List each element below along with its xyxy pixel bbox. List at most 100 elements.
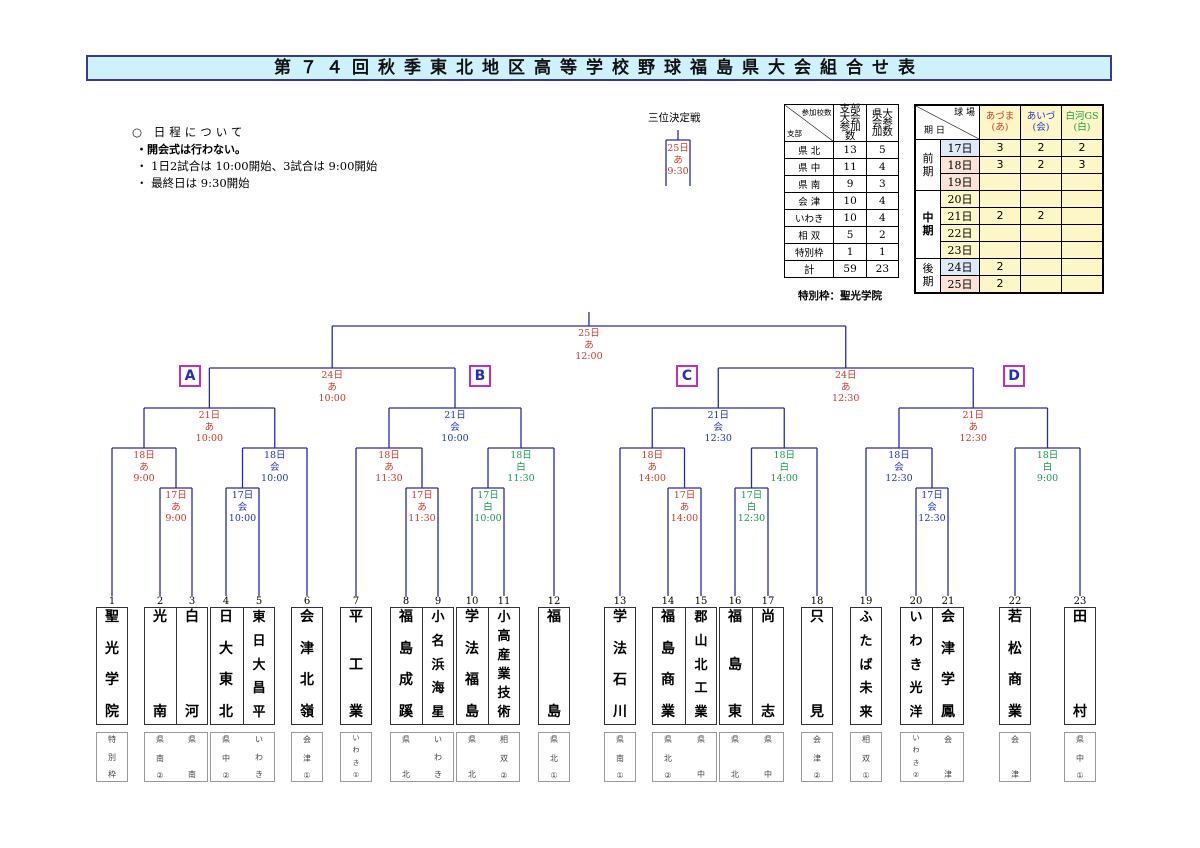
region-box bbox=[96, 732, 128, 782]
venue-day: 25日 bbox=[940, 274, 980, 293]
team-number: 18 bbox=[810, 596, 824, 607]
third-place-time: 9:30 bbox=[667, 166, 689, 177]
venue-count bbox=[1061, 257, 1104, 276]
team-number: 12 bbox=[547, 596, 561, 607]
game-day: 21日 bbox=[707, 410, 730, 421]
notes-heading: ○ 日程について bbox=[132, 125, 247, 139]
game-venue: 白 bbox=[746, 501, 757, 513]
schedule-notes: ○ 日程について ・開会式は行わない。 ・ 1日2試合は 10:00開始、3試合… bbox=[132, 124, 377, 192]
game-venue: あ bbox=[679, 501, 690, 513]
venue-aizu: あいづ(会) bbox=[1020, 104, 1062, 140]
game-venue: 白 bbox=[516, 461, 526, 473]
game-day: 18日 bbox=[510, 450, 532, 461]
team-box bbox=[291, 607, 323, 725]
game-venue: 会 bbox=[269, 461, 280, 473]
team-name: 東日大昌平 bbox=[252, 610, 266, 720]
game-venue: あ bbox=[647, 461, 657, 473]
game-day: 18日 bbox=[1036, 450, 1059, 461]
game-time: 10:00 bbox=[441, 433, 469, 444]
hdr-venue: 球 場 bbox=[954, 108, 975, 118]
game-time: 11:30 bbox=[375, 473, 403, 484]
venue-count bbox=[1020, 189, 1062, 208]
team-name: いわき光洋 bbox=[909, 610, 923, 720]
team-number: 4 bbox=[222, 596, 230, 607]
team-divider bbox=[242, 607, 244, 725]
third-place-label: 三位決定戦 bbox=[648, 112, 701, 124]
team-number: 16 bbox=[728, 596, 742, 607]
team-region: 会津 bbox=[944, 735, 952, 779]
team-name: 学法福島 bbox=[465, 609, 479, 720]
game-venue: 会 bbox=[927, 501, 937, 513]
team-name: 福島 bbox=[547, 609, 561, 720]
team-name: ふたば未来 bbox=[859, 610, 873, 720]
game-venue: あ bbox=[204, 421, 215, 433]
team-name: 福島成蹊 bbox=[399, 609, 413, 720]
team-name: 会津学鳳 bbox=[941, 609, 955, 720]
game-venue: あ bbox=[384, 461, 394, 473]
game-day: 17日 bbox=[231, 490, 254, 501]
team-number: 3 bbox=[188, 596, 196, 607]
team-number: 13 bbox=[613, 596, 627, 607]
team-name: 若松商業 bbox=[1008, 609, 1022, 720]
venue-row: 19日 bbox=[915, 172, 1104, 191]
venue-count bbox=[1061, 240, 1104, 259]
region-box bbox=[291, 732, 323, 782]
venue-count bbox=[1061, 206, 1104, 225]
third-place-info: 25日 あ 9:30 bbox=[648, 143, 708, 178]
hdr-top: 参加校数 bbox=[801, 108, 832, 117]
game-day: 18日 bbox=[888, 450, 910, 461]
game-day: 21日 bbox=[962, 410, 985, 421]
game-venue: 白 bbox=[483, 501, 493, 513]
venue-day: 24日 bbox=[940, 257, 980, 276]
team-box bbox=[1064, 607, 1096, 725]
game-day: 18日 bbox=[133, 450, 155, 461]
game-day: 17日 bbox=[673, 490, 696, 501]
venue-shirakawa: 白河GS(白) bbox=[1061, 104, 1104, 140]
game-day: 21日 bbox=[444, 410, 466, 421]
team-name: 光南 bbox=[153, 609, 167, 720]
hdr-branch-count: 支部大会参加数 bbox=[833, 104, 867, 142]
block-d-label: D bbox=[1003, 365, 1025, 387]
block-c-label: C bbox=[676, 365, 698, 387]
special-slot-note: 特別枠：聖光学院 bbox=[798, 290, 882, 302]
team-name: 福島東 bbox=[728, 609, 742, 720]
team-number: 11 bbox=[497, 596, 511, 607]
team-number: 2 bbox=[156, 596, 164, 607]
game-venue: 会 bbox=[237, 501, 248, 513]
participant-schools: 13 bbox=[833, 141, 867, 159]
game-venue: あ bbox=[840, 381, 851, 393]
game-time: 10:00 bbox=[228, 513, 257, 524]
game-time: 12:30 bbox=[918, 513, 946, 524]
team-number: 1 bbox=[108, 596, 116, 607]
game-venue: あ bbox=[584, 339, 594, 351]
third-place-day: 25日 bbox=[667, 143, 689, 154]
team-number: 9 bbox=[434, 596, 442, 607]
region-box bbox=[850, 732, 882, 782]
region-box bbox=[340, 732, 372, 782]
team-number: 23 bbox=[1073, 596, 1087, 607]
venue-azuma: あづま(あ) bbox=[979, 104, 1021, 140]
total-pref: 23 bbox=[865, 260, 900, 278]
block-a-label: A bbox=[179, 365, 201, 387]
region-box bbox=[144, 732, 208, 782]
venue-day: 17日 bbox=[940, 138, 980, 157]
game-venue: あ bbox=[327, 381, 337, 393]
